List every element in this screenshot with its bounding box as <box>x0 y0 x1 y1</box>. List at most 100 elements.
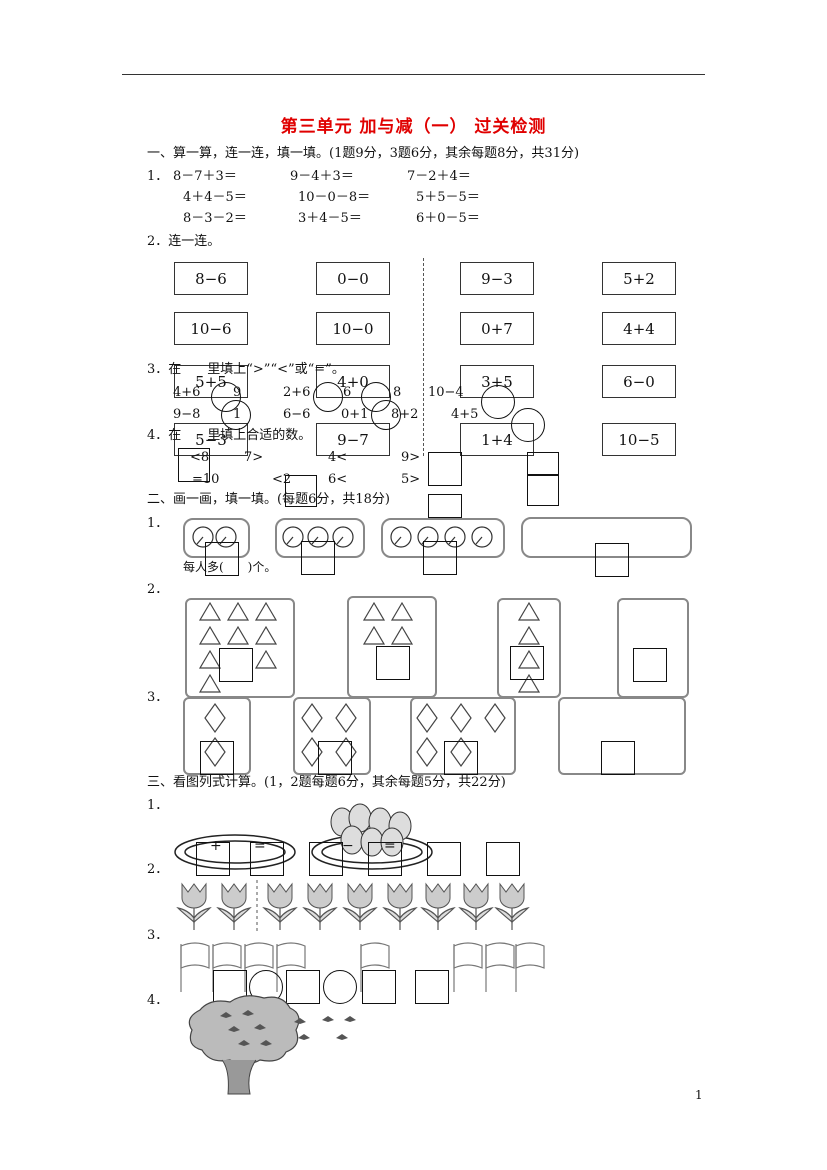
answer-box[interactable] <box>219 648 253 682</box>
answer-box[interactable] <box>250 842 284 876</box>
q1-expr: 8－7＋3＝ <box>173 169 237 184</box>
answer-box[interactable] <box>633 648 667 682</box>
answer-box[interactable] <box>368 842 402 876</box>
s3-q2-number: 2． <box>147 862 169 877</box>
card: 10−5 <box>602 423 676 456</box>
answer-box[interactable] <box>486 842 520 876</box>
q3-item: 4+6 <box>173 385 201 400</box>
q3-item: 6−6 <box>283 407 311 422</box>
operator-circle[interactable] <box>323 970 357 1004</box>
q4-item: 7> <box>244 450 264 465</box>
s2-q1-number: 1． <box>147 516 169 531</box>
q3-item: 10−4 <box>428 385 464 400</box>
answer-box[interactable] <box>601 741 635 775</box>
answer-box[interactable] <box>200 741 234 775</box>
equals-sign: = <box>384 838 396 854</box>
card: 10−6 <box>174 312 248 345</box>
section-3-heading: 三、看图列式计算。(1，2题每题6分，其余每题5分，共22分) <box>147 775 506 790</box>
card: 8−6 <box>174 262 248 295</box>
card: 0+7 <box>460 312 534 345</box>
answer-box[interactable] <box>205 542 239 576</box>
compare-circle[interactable] <box>221 400 251 430</box>
answer-box[interactable] <box>427 842 461 876</box>
s2-q2-number: 2． <box>147 582 169 597</box>
q1-expr: 3＋4－5＝ <box>298 211 362 226</box>
q1-expr: 7－2＋4＝ <box>407 169 471 184</box>
q3-item: 0+1 <box>341 407 369 422</box>
s3-q1-number: 1． <box>147 798 169 813</box>
compare-circle[interactable] <box>313 382 343 412</box>
card: 9−3 <box>460 262 534 295</box>
card: 5+2 <box>602 262 676 295</box>
card: 9−7 <box>316 423 390 456</box>
q4-item: <8 <box>190 450 210 465</box>
q3-item: 4+5 <box>451 407 479 422</box>
answer-box[interactable] <box>309 842 343 876</box>
answer-box[interactable] <box>428 494 462 518</box>
answer-box[interactable] <box>376 646 410 680</box>
minus-sign: − <box>342 838 354 854</box>
peach-group <box>275 518 365 558</box>
q3-item: 2+6 <box>283 385 311 400</box>
section-2-heading: 二、画一画，填一填。(每题6分，共18分) <box>147 492 390 507</box>
triangle-group <box>497 598 561 698</box>
card: 4+0 <box>316 365 390 398</box>
answer-box[interactable] <box>362 970 396 1004</box>
answer-box[interactable] <box>510 646 544 680</box>
answer-box[interactable] <box>595 543 629 577</box>
answer-box[interactable] <box>415 970 449 1004</box>
s3-q4-number: 4． <box>147 993 169 1008</box>
q3-item: 9−8 <box>173 407 201 422</box>
q4-item: 4< <box>328 450 348 465</box>
answer-box[interactable] <box>196 842 230 876</box>
q4-label: 4．在 里填上合适的数。 <box>147 428 312 443</box>
compare-circle[interactable] <box>511 408 545 442</box>
answer-box[interactable] <box>444 741 478 775</box>
q1-expr: 4＋4－5＝ <box>183 190 247 205</box>
section-1-heading: 一、算一算，连一连，填一填。(1题9分，3题6分，其余每题8分，共31分) <box>147 146 580 161</box>
q1-expr: 8－3－2＝ <box>183 211 247 226</box>
q4-item: 6< <box>328 472 348 487</box>
answer-box[interactable] <box>301 541 335 575</box>
answer-box[interactable] <box>527 452 559 476</box>
answer-box[interactable] <box>178 448 210 482</box>
card: 0−0 <box>316 262 390 295</box>
equals-sign: = <box>254 838 266 854</box>
card: 5−3 <box>174 423 248 456</box>
peach-group <box>183 518 250 558</box>
page-number: 1 <box>695 1088 703 1102</box>
q1-expr: 5＋5－5＝ <box>416 190 480 205</box>
triangle-group <box>347 596 437 698</box>
q3-item: 6 <box>343 385 352 400</box>
answer-box[interactable] <box>527 474 559 506</box>
q1-expr: 9－4＋3＝ <box>290 169 354 184</box>
q4-item: 9> <box>401 450 421 465</box>
q3-label: 3．在 里填上“>”“<”或“=”。 <box>147 362 345 377</box>
compare-circle[interactable] <box>371 400 401 430</box>
card: 10−0 <box>316 312 390 345</box>
dashed-divider <box>423 258 424 456</box>
answer-box[interactable] <box>428 452 462 486</box>
q1-expr: 6＋0－5＝ <box>416 211 480 226</box>
answer-box[interactable] <box>285 475 317 507</box>
answer-box[interactable] <box>286 970 320 1004</box>
page-title: 第三单元 加与减（一） 过关检测 <box>280 117 547 137</box>
compare-circle[interactable] <box>481 385 515 419</box>
q3-item: 8 <box>393 385 402 400</box>
plus-sign: + <box>210 838 222 854</box>
answer-box[interactable] <box>318 741 352 775</box>
empty-group <box>521 517 692 558</box>
q1-number: 1． <box>147 169 169 184</box>
card: 4+4 <box>602 312 676 345</box>
card: 6−0 <box>602 365 676 398</box>
answer-box[interactable] <box>423 541 457 575</box>
each-more-text: 每人多( )个。 <box>183 560 277 574</box>
q4-item: 5> <box>401 472 421 487</box>
